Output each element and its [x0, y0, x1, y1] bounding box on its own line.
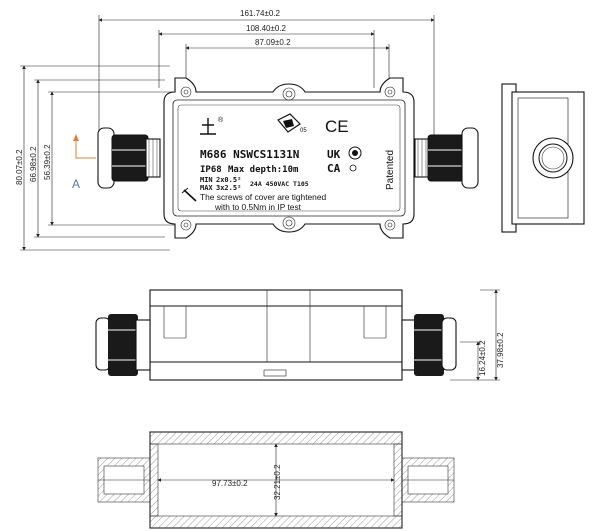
section-right-gland: [401, 457, 455, 503]
max-label: MAX: [200, 184, 213, 192]
dim-overall-length: 161.74±0.2: [240, 9, 281, 18]
ukca-mark-top: UK: [327, 148, 341, 161]
mount-hole: [282, 216, 296, 230]
max-depth: Max depth:10m: [228, 165, 299, 175]
front-left-gland: [95, 314, 151, 376]
dim-hole-spacing: 87.09±0.2: [255, 38, 291, 47]
section-view: 97.73±0.2 32.21±0.2: [97, 431, 455, 529]
dim-inner-width: 32.21±0.2: [273, 464, 282, 500]
screw-hole: [180, 219, 192, 231]
dim-side-height: 37.98±0.2: [496, 332, 505, 368]
dim-mid-length: 108.40±0.2: [246, 24, 287, 33]
warning-line-1: The screws of cover are tightened: [200, 192, 326, 202]
approval-seal-icon: [348, 146, 362, 172]
model-number: M686 NSWCS1131N: [200, 148, 299, 161]
screwdriver-icon: [181, 187, 197, 202]
screw-hole: [384, 86, 396, 98]
section-left-gland: [97, 457, 151, 503]
min-label: MIN: [200, 176, 213, 184]
right-cable-gland: [414, 127, 479, 189]
dim-body-height: 66.98±0.2: [29, 146, 38, 182]
dim-inner-height: 56.39±0.2: [43, 144, 52, 180]
ce-mark: CE: [325, 117, 349, 136]
electrical-rating: 24A 450VAC T105: [250, 180, 309, 188]
screw-hole: [180, 86, 192, 98]
left-cable-gland: [97, 127, 161, 189]
patented-text: Patented: [385, 150, 396, 190]
mount-hole: [282, 87, 296, 101]
dim-base-height: 16.24±0.2: [478, 340, 487, 376]
screw-hole: [384, 219, 396, 231]
max-value: 3x2.5²: [216, 184, 241, 192]
ukca-mark-bottom: CA: [327, 162, 341, 175]
min-value: 2x0.5²: [216, 176, 241, 184]
dim-inner-length: 97.73±0.2: [212, 479, 248, 488]
ip-rating: IP68: [200, 165, 222, 175]
top-view: 161.74±0.2 108.40±0.2 87.09±0.2 80.07±0.…: [15, 9, 585, 251]
section-marker: A: [72, 177, 80, 191]
svg-text:05: 05: [300, 128, 307, 134]
front-right-gland: [401, 314, 457, 376]
front-view: 37.98±0.2 16.24±0.2: [95, 289, 505, 381]
svg-text:®: ®: [218, 116, 224, 124]
dim-total-height: 80.07±0.2: [15, 149, 24, 185]
certification-mark: 05: [277, 113, 307, 134]
warning-line-2: with to 0.5Nm in IP test: [214, 202, 302, 212]
side-view: [501, 83, 585, 233]
section-arrow: [75, 136, 96, 159]
brand-logo: ®: [200, 116, 224, 135]
enclosure-top: ® 05 CE M686 NSWCS1131N IP68 Max depth:1…: [163, 77, 415, 239]
